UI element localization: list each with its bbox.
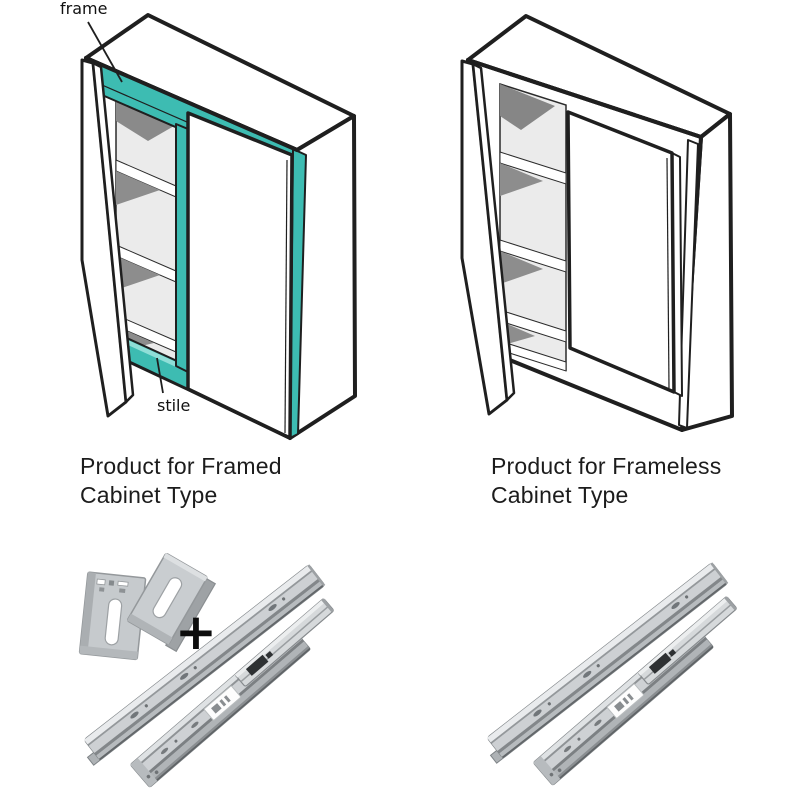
framed-cabinet-illustration: frame stile	[60, 0, 357, 440]
stile-label: stile	[157, 396, 190, 415]
frameless-cabinet-illustration	[460, 14, 734, 432]
closed-door-edge-line	[666, 157, 670, 389]
open-door-panel	[80, 58, 128, 418]
cabinet-top-front-edge	[466, 58, 703, 139]
interior-top-shadow	[500, 84, 555, 130]
open-door-panel	[460, 59, 509, 416]
bracket-slot	[152, 577, 183, 619]
framed-caption-line2: Cabinet Type	[80, 482, 218, 508]
closed-door	[566, 110, 683, 397]
frameless-hardware-illustration	[480, 561, 747, 786]
stile-leader-line	[156, 357, 164, 394]
open-door	[460, 59, 516, 416]
shelf-shadow	[116, 256, 160, 290]
cabinet-top-front-edge	[84, 56, 299, 152]
open-door-edge	[471, 62, 516, 402]
frameless-caption: Product for Frameless Cabinet Type	[491, 452, 721, 510]
open-door-edge	[91, 61, 135, 404]
frameless-caption-line1: Product for Frameless	[491, 453, 722, 479]
open-door	[80, 58, 135, 418]
face-frame-center-stile	[175, 123, 189, 373]
frame-label: frame	[60, 0, 107, 18]
shelf-shadow	[116, 171, 160, 205]
shelf-shadow	[500, 251, 543, 284]
shelf-shadow	[500, 163, 543, 196]
bracket-slot	[104, 598, 123, 646]
frame-leader-line	[87, 21, 123, 83]
frameless-caption-line2: Cabinet Type	[491, 482, 629, 508]
closed-door-panel	[566, 110, 676, 394]
rear-mounting-bracket	[126, 552, 217, 653]
closed-door	[186, 111, 294, 440]
framed-hardware-illustration: +	[77, 552, 344, 788]
framed-caption: Product for Framed Cabinet Type	[80, 452, 282, 510]
closed-door-edge-line	[284, 159, 288, 434]
slide-pair-frameless	[480, 561, 747, 786]
cabinet-interior	[499, 82, 567, 372]
framed-caption-line1: Product for Framed	[80, 453, 282, 479]
interior-top-shadow	[116, 100, 174, 141]
closed-door-panel	[186, 111, 294, 440]
shelf	[499, 151, 567, 185]
rear-mounting-bracket	[78, 571, 147, 661]
